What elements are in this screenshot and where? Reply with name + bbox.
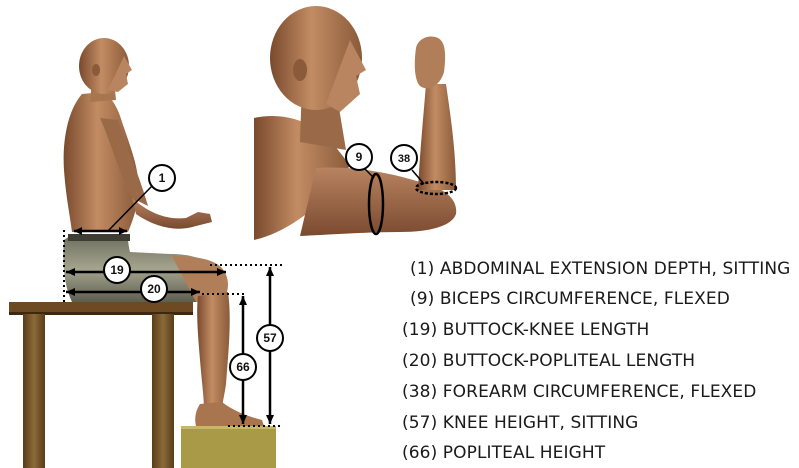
callout-66-label: 66: [236, 360, 250, 374]
legend-item-20: (20) BUTTOCK-POPLITEAL LENGTH: [402, 351, 695, 371]
callout-57-label: 57: [263, 331, 277, 345]
callout-19-label: 19: [110, 263, 124, 277]
ear: [92, 64, 100, 76]
callout-19: 19: [104, 257, 130, 283]
legend-item-9: (9) BICEPS CIRCUMFERENCE, FLEXED: [410, 289, 730, 309]
flexed-arm-inset: [254, 4, 464, 242]
legend-item-1: (1) ABDOMINAL EXTENSION DEPTH, SITTING: [410, 259, 790, 279]
measure-57-arrow-bottom: [266, 415, 274, 424]
legend-item-19: (19) BUTTOCK-KNEE LENGTH: [402, 320, 649, 340]
callout-20: 20: [141, 276, 167, 302]
callout-66: 66: [230, 354, 256, 380]
legend-item-38: (38) FOREARM CIRCUMFERENCE, FLEXED: [402, 382, 756, 402]
measure-57-arrow-top: [266, 267, 274, 276]
callout-1-label: 1: [159, 171, 166, 185]
bench: [9, 302, 193, 468]
measure-66-arrow-top: [239, 296, 247, 305]
callout-9-label: 9: [356, 150, 363, 164]
legend-item-57: (57) KNEE HEIGHT, SITTING: [402, 413, 638, 433]
bench-leg-left: [23, 314, 45, 468]
callout-9: 9: [346, 144, 372, 170]
inset-ear: [293, 59, 307, 81]
callout-57: 57: [257, 325, 283, 351]
footrest-box: [181, 426, 276, 468]
callout-38: 38: [391, 145, 417, 171]
callout-20-label: 20: [147, 282, 161, 296]
callout-38-label: 38: [398, 153, 410, 165]
waistband: [68, 234, 130, 241]
foot: [195, 402, 264, 426]
legend-item-66: (66) POPLITEAL HEIGHT: [402, 443, 605, 463]
bench-leg-right: [152, 314, 174, 468]
callout-1: 1: [149, 165, 175, 191]
lower-leg: [197, 292, 230, 410]
